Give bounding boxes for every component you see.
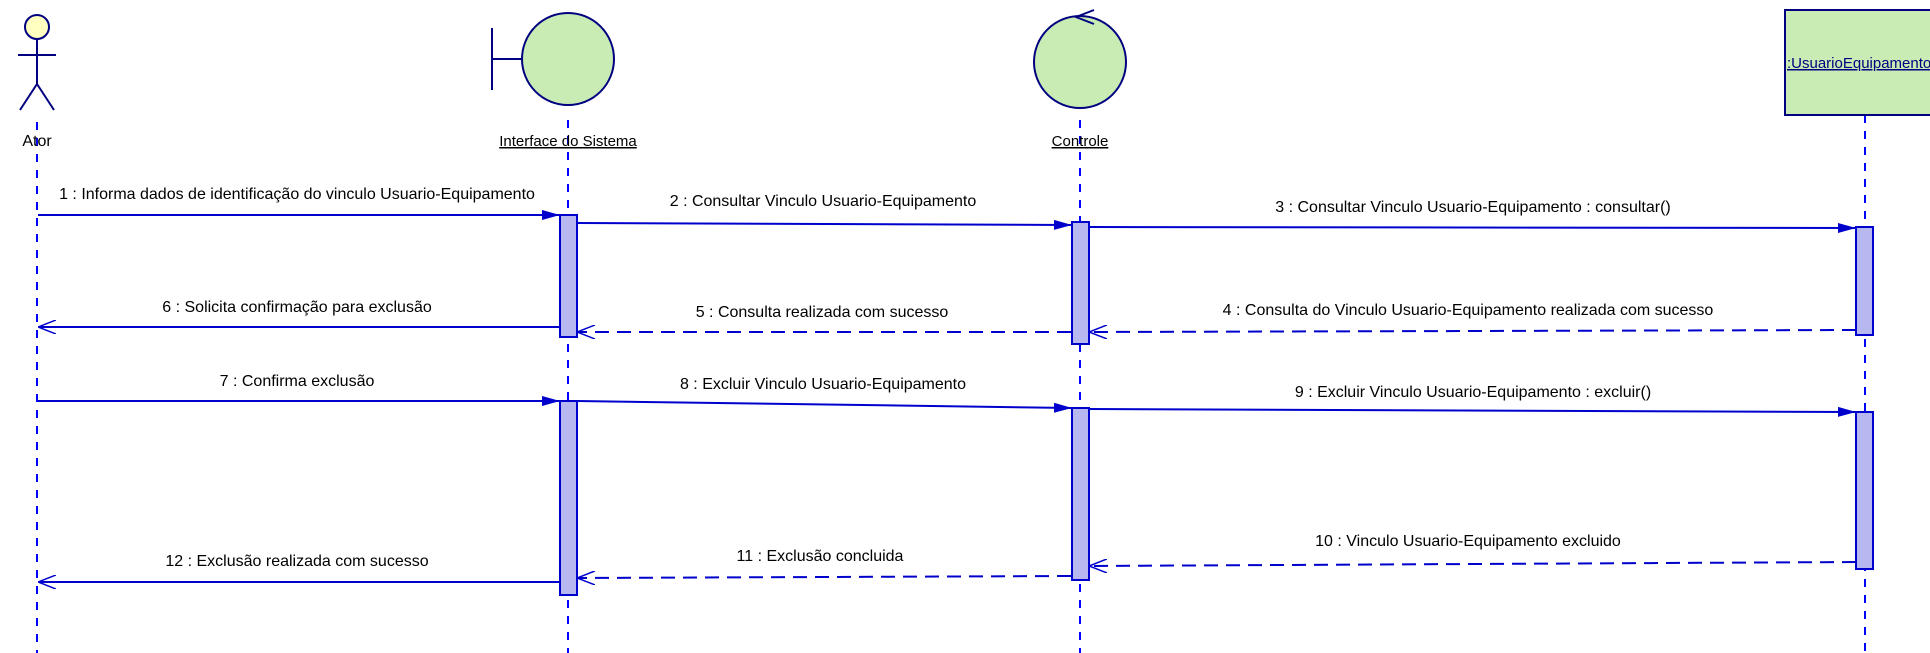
message-label: 3 : Consultar Vinculo Usuario-Equipament… [1275,199,1670,216]
actor-head-icon [24,14,50,40]
messages: 1 : Informa dados de identificação do vi… [38,186,1857,582]
message-2[interactable]: 2 : Consultar Vinculo Usuario-Equipament… [576,193,1072,230]
message-4[interactable]: 4 : Consulta do Vinculo Usuario-Equipame… [1090,302,1857,332]
message-label: 10 : Vinculo Usuario-Equipamento excluid… [1315,533,1621,550]
control-circle-icon [1033,15,1127,109]
activation-bar [1855,411,1874,570]
control-arrow-icon [1073,9,1095,25]
message-label: 2 : Consultar Vinculo Usuario-Equipament… [670,193,977,210]
message-3[interactable]: 3 : Consultar Vinculo Usuario-Equipament… [1088,199,1856,233]
control-label: Controle [1052,133,1109,150]
boundary-circle-icon [521,12,615,106]
message-label: 8 : Excluir Vinculo Usuario-Equipamento [680,376,966,393]
message-label: 9 : Excluir Vinculo Usuario-Equipamento … [1295,384,1651,401]
actor-label: Ator [22,133,52,150]
message-label: 5 : Consulta realizada com sucesso [696,304,949,321]
entity-box [1784,9,1930,116]
message-label: 11 : Exclusão concluida [737,548,904,565]
message-11[interactable]: 11 : Exclusão concluida [578,548,1072,578]
message-9[interactable]: 9 : Excluir Vinculo Usuario-Equipamento … [1088,384,1856,417]
message-6[interactable]: 6 : Solicita confirmação para exclusão [39,299,559,327]
activation-bar [1071,407,1090,581]
message-7[interactable]: 7 : Confirma exclusão [38,373,560,406]
message-label: 4 : Consulta do Vinculo Usuario-Equipame… [1223,302,1714,319]
boundary-label: Interface do Sistema [499,133,637,150]
message-12[interactable]: 12 : Exclusão realizada com sucesso [39,553,559,582]
message-10[interactable]: 10 : Vinculo Usuario-Equipamento excluid… [1090,533,1857,566]
activation-bar [1855,226,1874,336]
activation-bar [559,400,578,596]
actor-ator[interactable]: Ator [18,14,56,150]
entity-label: :UsuarioEquipamento [1787,55,1930,72]
activation-bar [559,214,578,338]
entity-usuarioequipamento[interactable]: :UsuarioEquipamento [1784,9,1930,116]
message-1[interactable]: 1 : Informa dados de identificação do vi… [38,186,560,220]
control-controle[interactable]: Controle [1033,9,1127,150]
message-5[interactable]: 5 : Consulta realizada com sucesso [578,304,1071,332]
boundary-interface[interactable]: Interface do Sistema [491,12,637,150]
activation-bar [1071,221,1090,345]
message-label: 12 : Exclusão realizada com sucesso [165,553,428,570]
message-label: 6 : Solicita confirmação para exclusão [162,299,432,316]
activation-bars [559,214,1874,596]
message-8[interactable]: 8 : Excluir Vinculo Usuario-Equipamento [576,376,1072,413]
message-label: 7 : Confirma exclusão [220,373,375,390]
message-label: 1 : Informa dados de identificação do vi… [59,186,535,203]
